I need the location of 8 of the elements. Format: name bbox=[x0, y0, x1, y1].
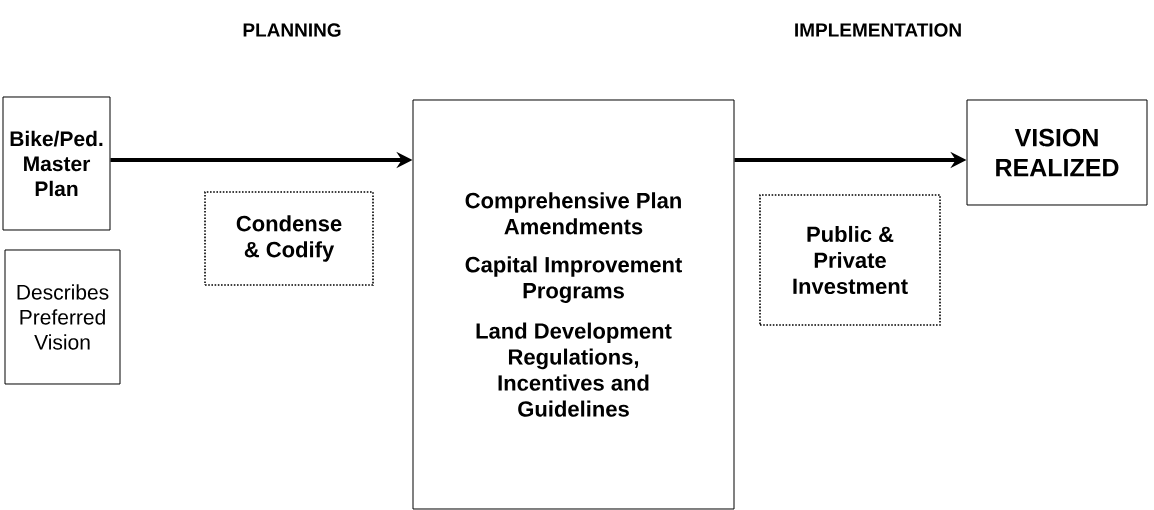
text-box: Bike/Ped. Master Plan bbox=[2, 96, 111, 231]
heading: PLANNING bbox=[243, 23, 341, 37]
text-box: Comprehensive Plan Amendments Capital Improvement Programs Land Development Regulations, Incentives and Guidelines bbox=[412, 99, 735, 510]
text-box: VISION REALIZED bbox=[966, 99, 1148, 206]
dotted-box: Condense & Codify bbox=[204, 191, 374, 286]
heading: IMPLEMENTATION bbox=[795, 23, 961, 37]
dotted-box: Public & Private Investment bbox=[759, 194, 941, 326]
text-box: Describes Preferred Vision bbox=[4, 249, 121, 385]
